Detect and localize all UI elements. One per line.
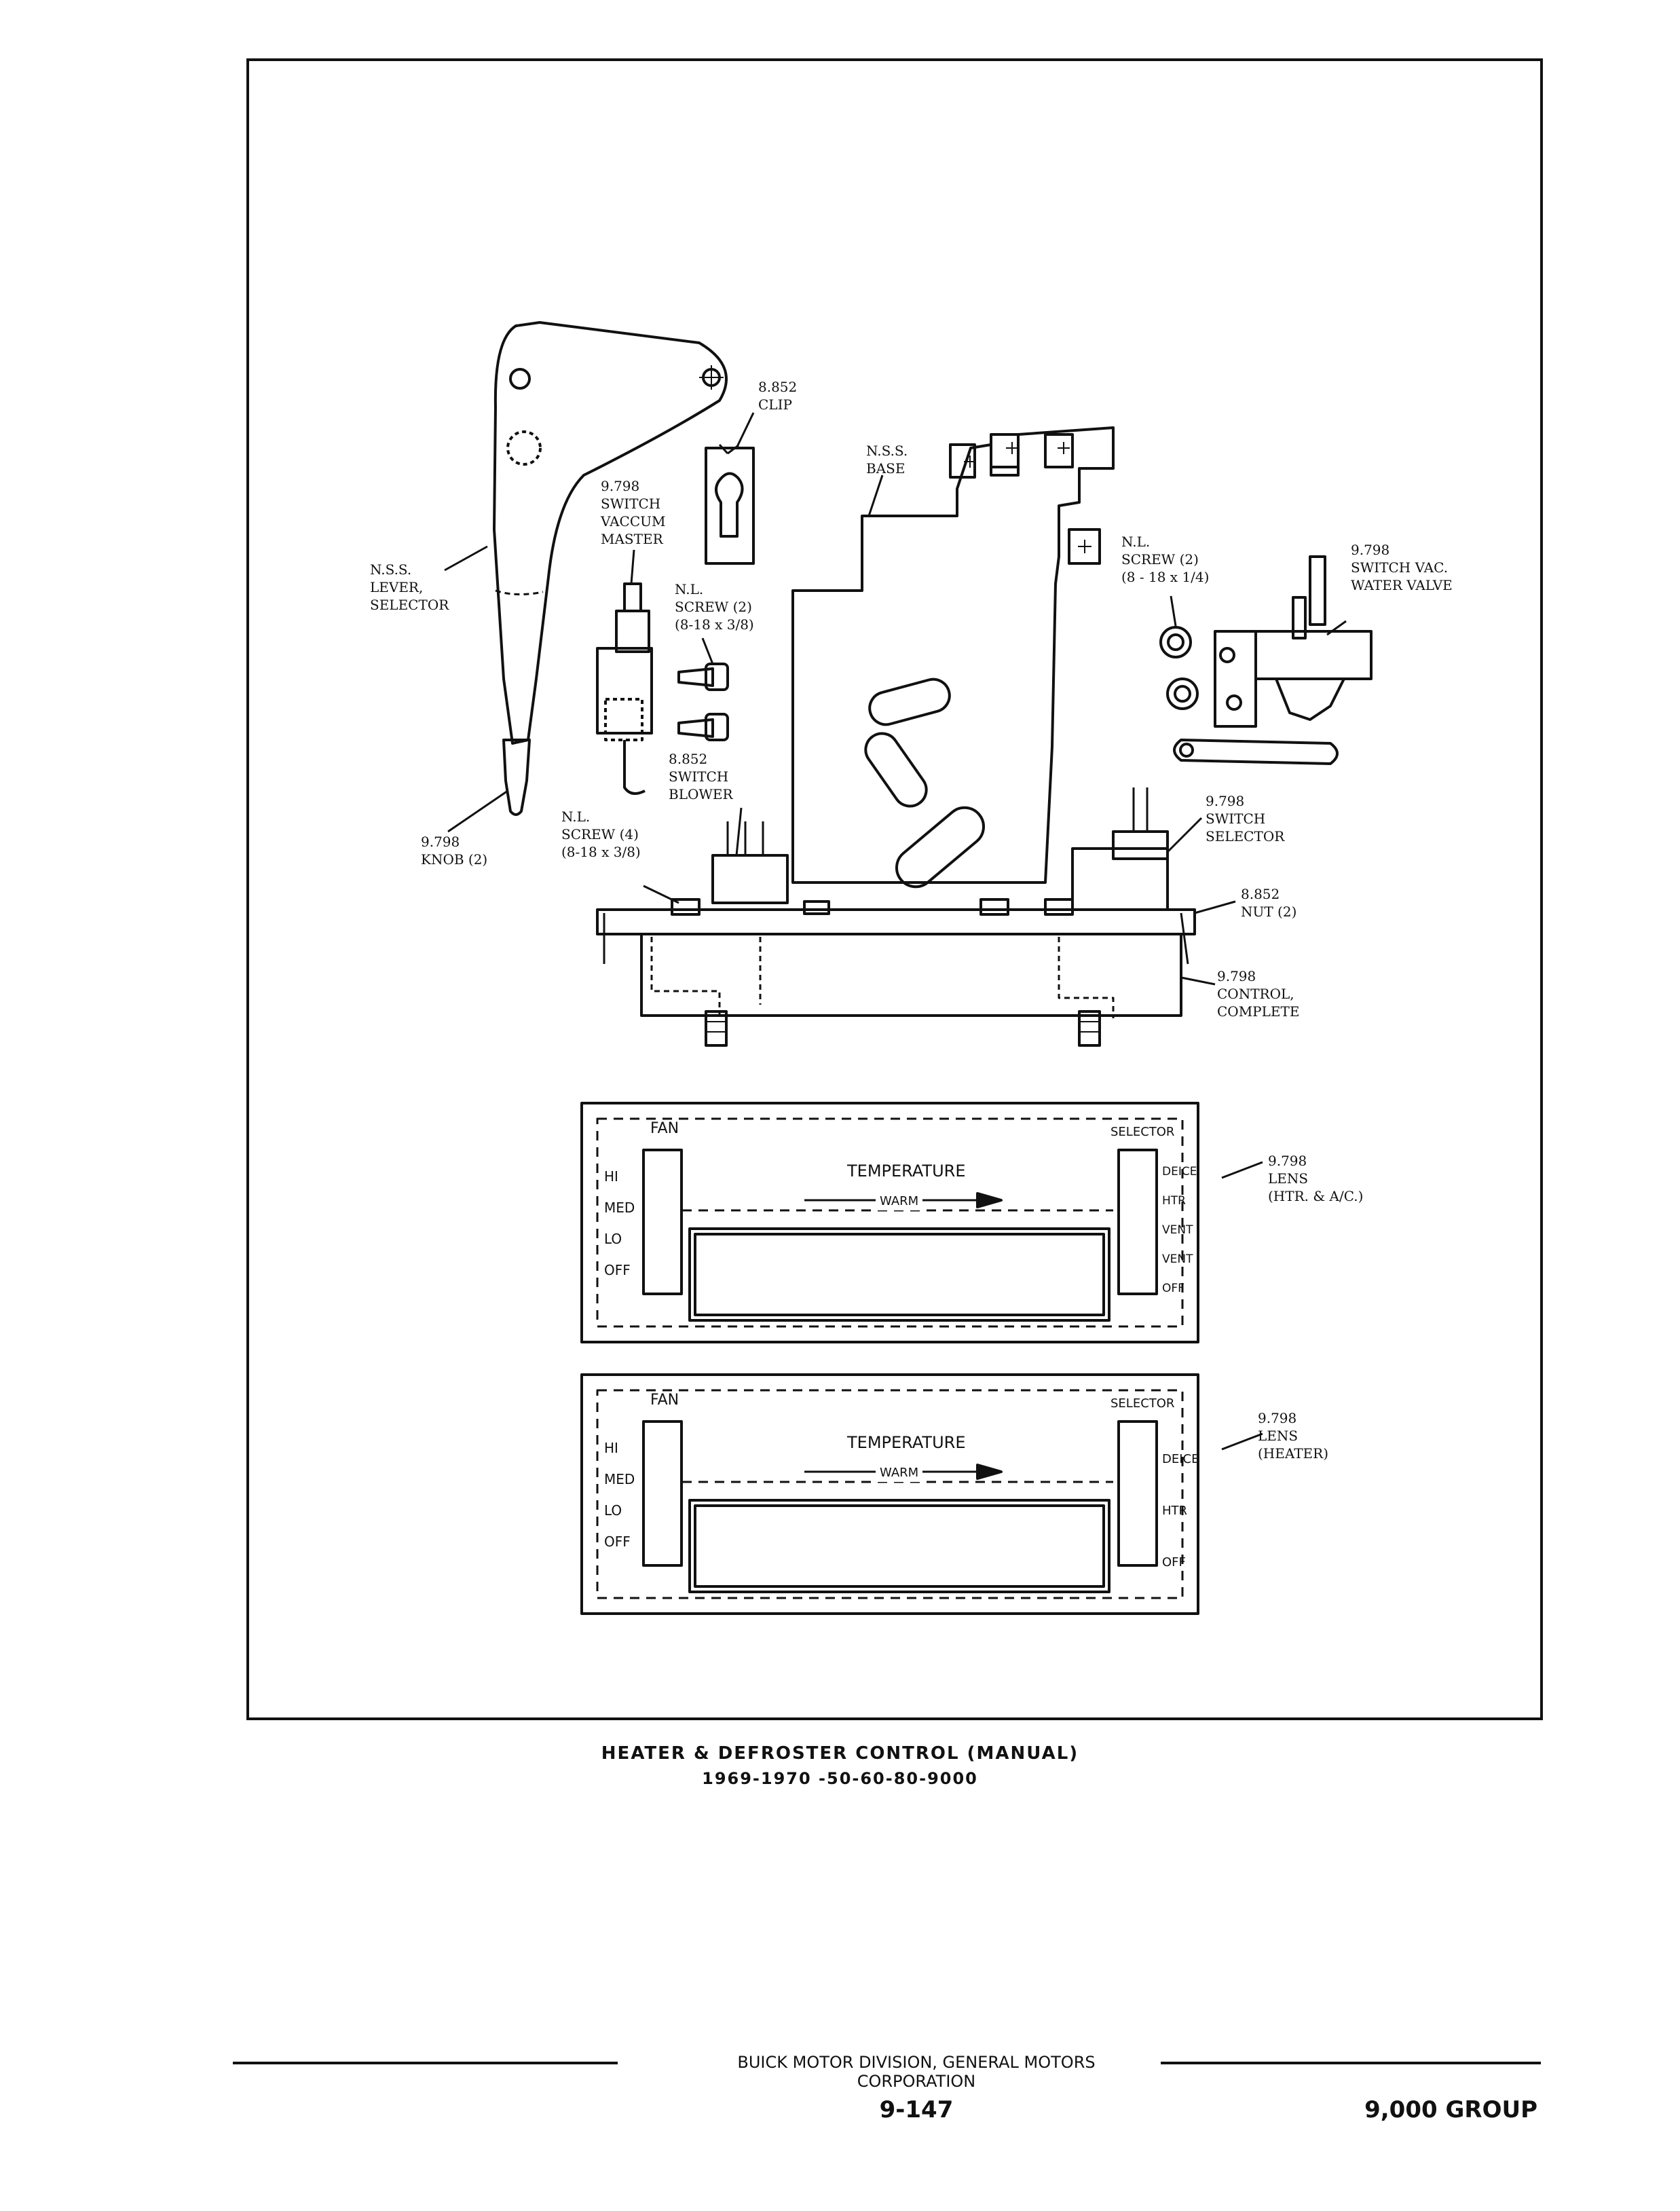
figure-caption-title: HEATER & DEFROSTER CONTROL (MANUAL) [601, 1743, 1079, 1764]
fan-position-ac: HI [604, 1168, 618, 1185]
leader-lines [444, 412, 1347, 1451]
screw-2-label: N.L. SCREW (2) (8-18 x 3/8) [675, 581, 754, 633]
diagram-frame [246, 58, 1543, 1720]
vacuum-master-switch [596, 582, 653, 795]
screw-pair-parts [677, 663, 729, 741]
fan-label-ac: FAN [650, 1120, 679, 1137]
base-label: N.S.S. BASE [866, 443, 908, 477]
fan-position-ac: LO [604, 1231, 622, 1247]
lens-ac-panel [580, 1102, 1199, 1343]
selector-position-heater: DEICE [1162, 1452, 1199, 1466]
fan-position-heater: LO [604, 1502, 622, 1519]
clip-label: 8.852 CLIP [758, 379, 798, 413]
footer-publisher: BUICK MOTOR DIVISION, GENERAL MOTORS COR… [737, 2053, 1096, 2091]
hex-screw-parts [1159, 626, 1199, 710]
selector-switch [1071, 787, 1169, 911]
selector-position-heater: OFF [1162, 1555, 1186, 1569]
selector-position-heater: HTR [1162, 1504, 1188, 1518]
water-valve-label: 9.798 SWITCH VAC. WATER VALVE [1351, 542, 1453, 593]
clip-part [705, 443, 755, 565]
fan-label-heater: FAN [650, 1392, 679, 1409]
fan-position-heater: MED [604, 1471, 635, 1487]
selector-position-ac: DEICE [1162, 1165, 1197, 1178]
section-group: 9,000 GROUP [1364, 2096, 1537, 2123]
knob-label: 9.798 KNOB (2) [421, 834, 488, 868]
blower-switch [711, 821, 789, 904]
lens-ac-label: 9.798 LENS (HTR. & A/C.) [1268, 1153, 1364, 1204]
selector-switch-label: 9.798 SWITCH SELECTOR [1206, 793, 1285, 844]
lens-heater-label: 9.798 LENS (HEATER) [1258, 1410, 1328, 1462]
fan-position-ac: MED [604, 1200, 635, 1216]
selector-lever [493, 321, 728, 745]
selector-position-ac: VENT [1162, 1252, 1193, 1266]
water-valve-switch [1173, 555, 1373, 765]
nut-label: 8.852 NUT (2) [1241, 886, 1297, 920]
fan-position-heater: HI [604, 1440, 618, 1456]
fan-position-ac: OFF [604, 1262, 631, 1278]
fan-position-heater: OFF [604, 1534, 631, 1550]
selector-position-ac: VENT [1162, 1223, 1193, 1237]
fan-positions-ac: HI MED LO OFF [604, 1161, 638, 1286]
fan-positions-heater: HI MED LO OFF [604, 1432, 638, 1557]
selector-position-ac: OFF [1162, 1282, 1184, 1295]
lever-label: N.S.S. LEVER, SELECTOR [370, 561, 449, 613]
selector-positions-ac: DEICE HTR VENT VENT OFF [1162, 1157, 1203, 1303]
selector-label-heater: SELECTOR [1110, 1396, 1175, 1411]
footer-rule-right [1161, 2062, 1541, 2064]
warm-label-ac: WARM [876, 1193, 923, 1210]
footer-rule-left [233, 2062, 618, 2064]
blower-switch-label: 8.852 SWITCH BLOWER [669, 751, 733, 802]
temperature-label-ac: TEMPERATURE [847, 1162, 966, 1181]
figure-caption-models: 1969-1970 -50-60-80-9000 [702, 1769, 978, 1788]
warm-label-heater: WARM [876, 1464, 923, 1482]
control-housing [596, 898, 1196, 1047]
vacuum-master-label: 9.798 SWITCH VACCUM MASTER [601, 478, 666, 547]
selector-knob [502, 739, 531, 816]
selector-position-ac: HTR [1162, 1194, 1186, 1208]
temperature-label-heater: TEMPERATURE [847, 1433, 966, 1452]
selector-positions-heater: DEICE HTR OFF [1162, 1434, 1203, 1588]
base-plate [791, 426, 1115, 889]
lens-heater-panel [580, 1373, 1199, 1615]
screw-4-label: N.L. SCREW (4) (8-18 x 3/8) [561, 809, 641, 860]
selector-label-ac: SELECTOR [1110, 1125, 1175, 1139]
control-label: 9.798 CONTROL, COMPLETE [1217, 968, 1300, 1020]
screw-2-quarter-label: N.L. SCREW (2) (8 - 18 x 1/4) [1121, 534, 1210, 585]
page-number: 9-147 [879, 2096, 954, 2123]
